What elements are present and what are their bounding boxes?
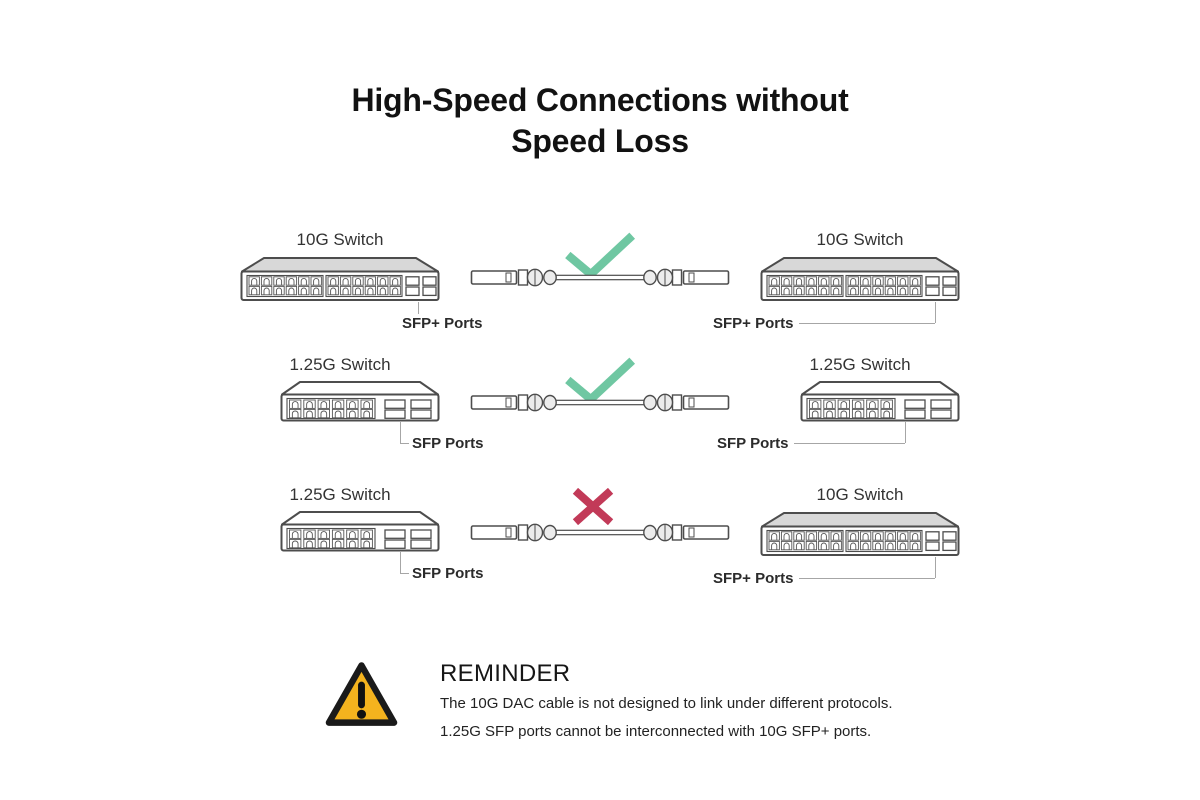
port-label: SFP+ Ports — [713, 315, 794, 332]
cross-icon — [570, 487, 616, 530]
port-callout-line — [935, 302, 936, 323]
check-icon — [560, 357, 640, 408]
port-callout-line — [400, 422, 401, 444]
reminder-heading: REMINDER — [440, 660, 571, 687]
switch-illustration — [800, 380, 960, 427]
port-label: SFP Ports — [412, 565, 484, 582]
port-callout-line — [794, 443, 905, 444]
connection-row: 1.25G Switch SFP Ports 10G Switch — [0, 485, 1200, 615]
page-title: High-Speed Connections without Speed Los… — [0, 80, 1200, 162]
switch-label: 10G Switch — [816, 485, 904, 504]
switch-label: 1.25G Switch — [809, 355, 911, 374]
warning-triangle-icon — [325, 660, 398, 735]
switch-label: 1.25G Switch — [289, 355, 391, 374]
port-label: SFP Ports — [717, 435, 789, 452]
port-callout-line — [400, 552, 401, 574]
page-title-line2: Speed Loss — [511, 123, 689, 159]
switch-illustration — [760, 511, 960, 562]
switch-label: 10G Switch — [296, 230, 384, 249]
port-callout-line — [418, 302, 419, 314]
port-label: SFP Ports — [412, 435, 484, 452]
port-callout-line — [400, 443, 409, 444]
switch-label: 10G Switch — [816, 230, 904, 249]
switch-illustration — [240, 256, 440, 307]
switch-illustration — [280, 510, 440, 557]
switch-label: 1.25G Switch — [289, 485, 391, 504]
connection-row: 10G Switch — [0, 230, 1200, 360]
port-callout-line — [799, 323, 935, 324]
port-label: SFP+ Ports — [713, 570, 794, 587]
page-title-line1: High-Speed Connections without — [351, 82, 849, 118]
reminder-line-2: 1.25G SFP ports cannot be interconnected… — [440, 723, 872, 740]
port-callout-line — [905, 422, 906, 443]
reminder-line-1: The 10G DAC cable is not designed to lin… — [440, 695, 893, 712]
port-callout-line — [799, 578, 935, 579]
connection-row: 1.25G Switch SFP Ports 1.25G Switch — [0, 355, 1200, 485]
dac-cable-illustration — [470, 264, 730, 296]
dac-cable-illustration — [470, 519, 730, 551]
port-label: SFP+ Ports — [402, 315, 483, 332]
port-callout-line — [935, 557, 936, 578]
switch-illustration — [280, 380, 440, 427]
switch-illustration — [760, 256, 960, 307]
dac-cable-illustration — [470, 389, 730, 421]
check-icon — [560, 232, 640, 283]
port-callout-line — [400, 573, 409, 574]
